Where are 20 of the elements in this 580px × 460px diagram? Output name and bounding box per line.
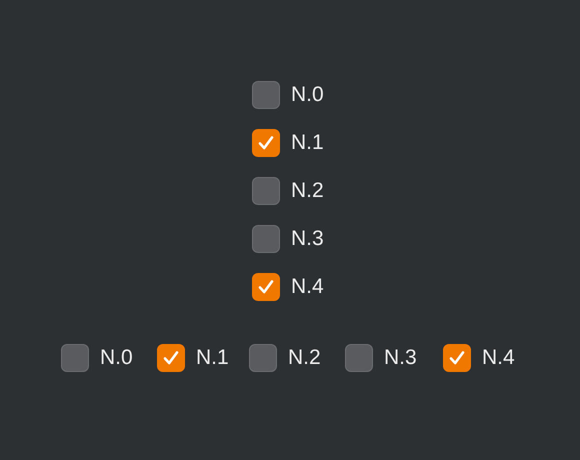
checkbox-label: N.3 — [291, 226, 324, 252]
checkbox — [252, 225, 280, 253]
checkbox — [345, 344, 373, 372]
checkbox — [252, 177, 280, 205]
checkbox-label: N.4 — [291, 274, 324, 300]
checkbox — [157, 344, 185, 372]
checkbox-label: N.2 — [288, 345, 321, 371]
checkbox-label: N.4 — [482, 345, 515, 371]
checkbox-label: N.3 — [384, 345, 417, 371]
checkbox — [61, 344, 89, 372]
checkbox-label: N.1 — [291, 130, 324, 156]
checkbox-label: N.1 — [196, 345, 229, 371]
checkbox — [252, 81, 280, 109]
checkbox — [252, 273, 280, 301]
checkbox-label: N.0 — [100, 345, 133, 371]
checkbox-label: N.0 — [291, 82, 324, 108]
checkbox — [252, 129, 280, 157]
checkbox-label: N.2 — [291, 178, 324, 204]
checkbox — [443, 344, 471, 372]
checkbox — [249, 344, 277, 372]
